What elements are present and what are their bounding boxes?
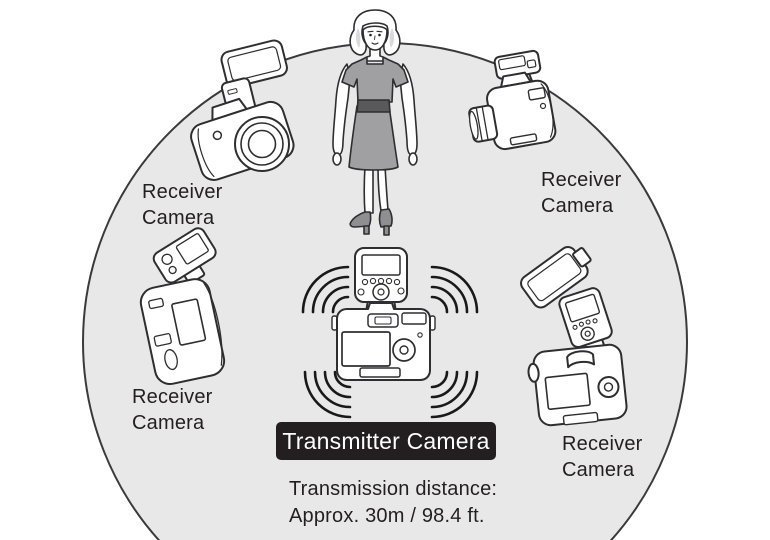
trigger-unit-icon bbox=[152, 227, 217, 285]
camera-body-icon bbox=[486, 71, 557, 151]
transmission-distance-note: Transmission distance: Approx. 30m / 98.… bbox=[289, 476, 497, 530]
transmission-distance-line2: Approx. 30m / 98.4 ft. bbox=[289, 505, 485, 527]
receiver-camera-lower-right-illustration bbox=[520, 246, 628, 427]
receiver-camera-label-lower-right: Receiver Camera bbox=[562, 433, 643, 481]
transmitter-camera-label-text: Transmitter Camera bbox=[282, 427, 490, 454]
lens-icon bbox=[468, 104, 499, 143]
receiver-camera-lower-left-illustration bbox=[139, 227, 226, 385]
person-head bbox=[349, 9, 401, 56]
transmission-distance-line1: Transmission distance: bbox=[289, 478, 498, 500]
flash-unit-icon bbox=[220, 39, 288, 88]
flash-body-icon bbox=[558, 287, 613, 354]
flash-head-icon bbox=[520, 246, 592, 309]
transmitter-camera-label: Transmitter Camera bbox=[276, 422, 496, 460]
person-arms bbox=[332, 63, 418, 166]
transmitter-camera-illustration bbox=[301, 247, 479, 419]
receiver-camera-label-lower-left: Receiver Camera bbox=[132, 386, 213, 434]
receiver-camera-upper-right-illustration bbox=[468, 49, 557, 151]
model-subject-figure bbox=[332, 9, 418, 236]
receiver-camera-label-upper-right: Receiver Camera bbox=[541, 169, 622, 217]
camera-back-icon bbox=[331, 302, 436, 381]
radio-wave-arcs bbox=[301, 265, 479, 419]
receiver-camera-upper-left-illustration bbox=[190, 39, 295, 181]
lens-icon bbox=[234, 116, 290, 172]
person-legs bbox=[349, 165, 393, 236]
camera-body-icon bbox=[139, 278, 226, 385]
receiver-camera-label-upper-left: Receiver Camera bbox=[142, 181, 223, 229]
camera-body-icon bbox=[527, 343, 628, 427]
person-dress bbox=[341, 48, 409, 171]
